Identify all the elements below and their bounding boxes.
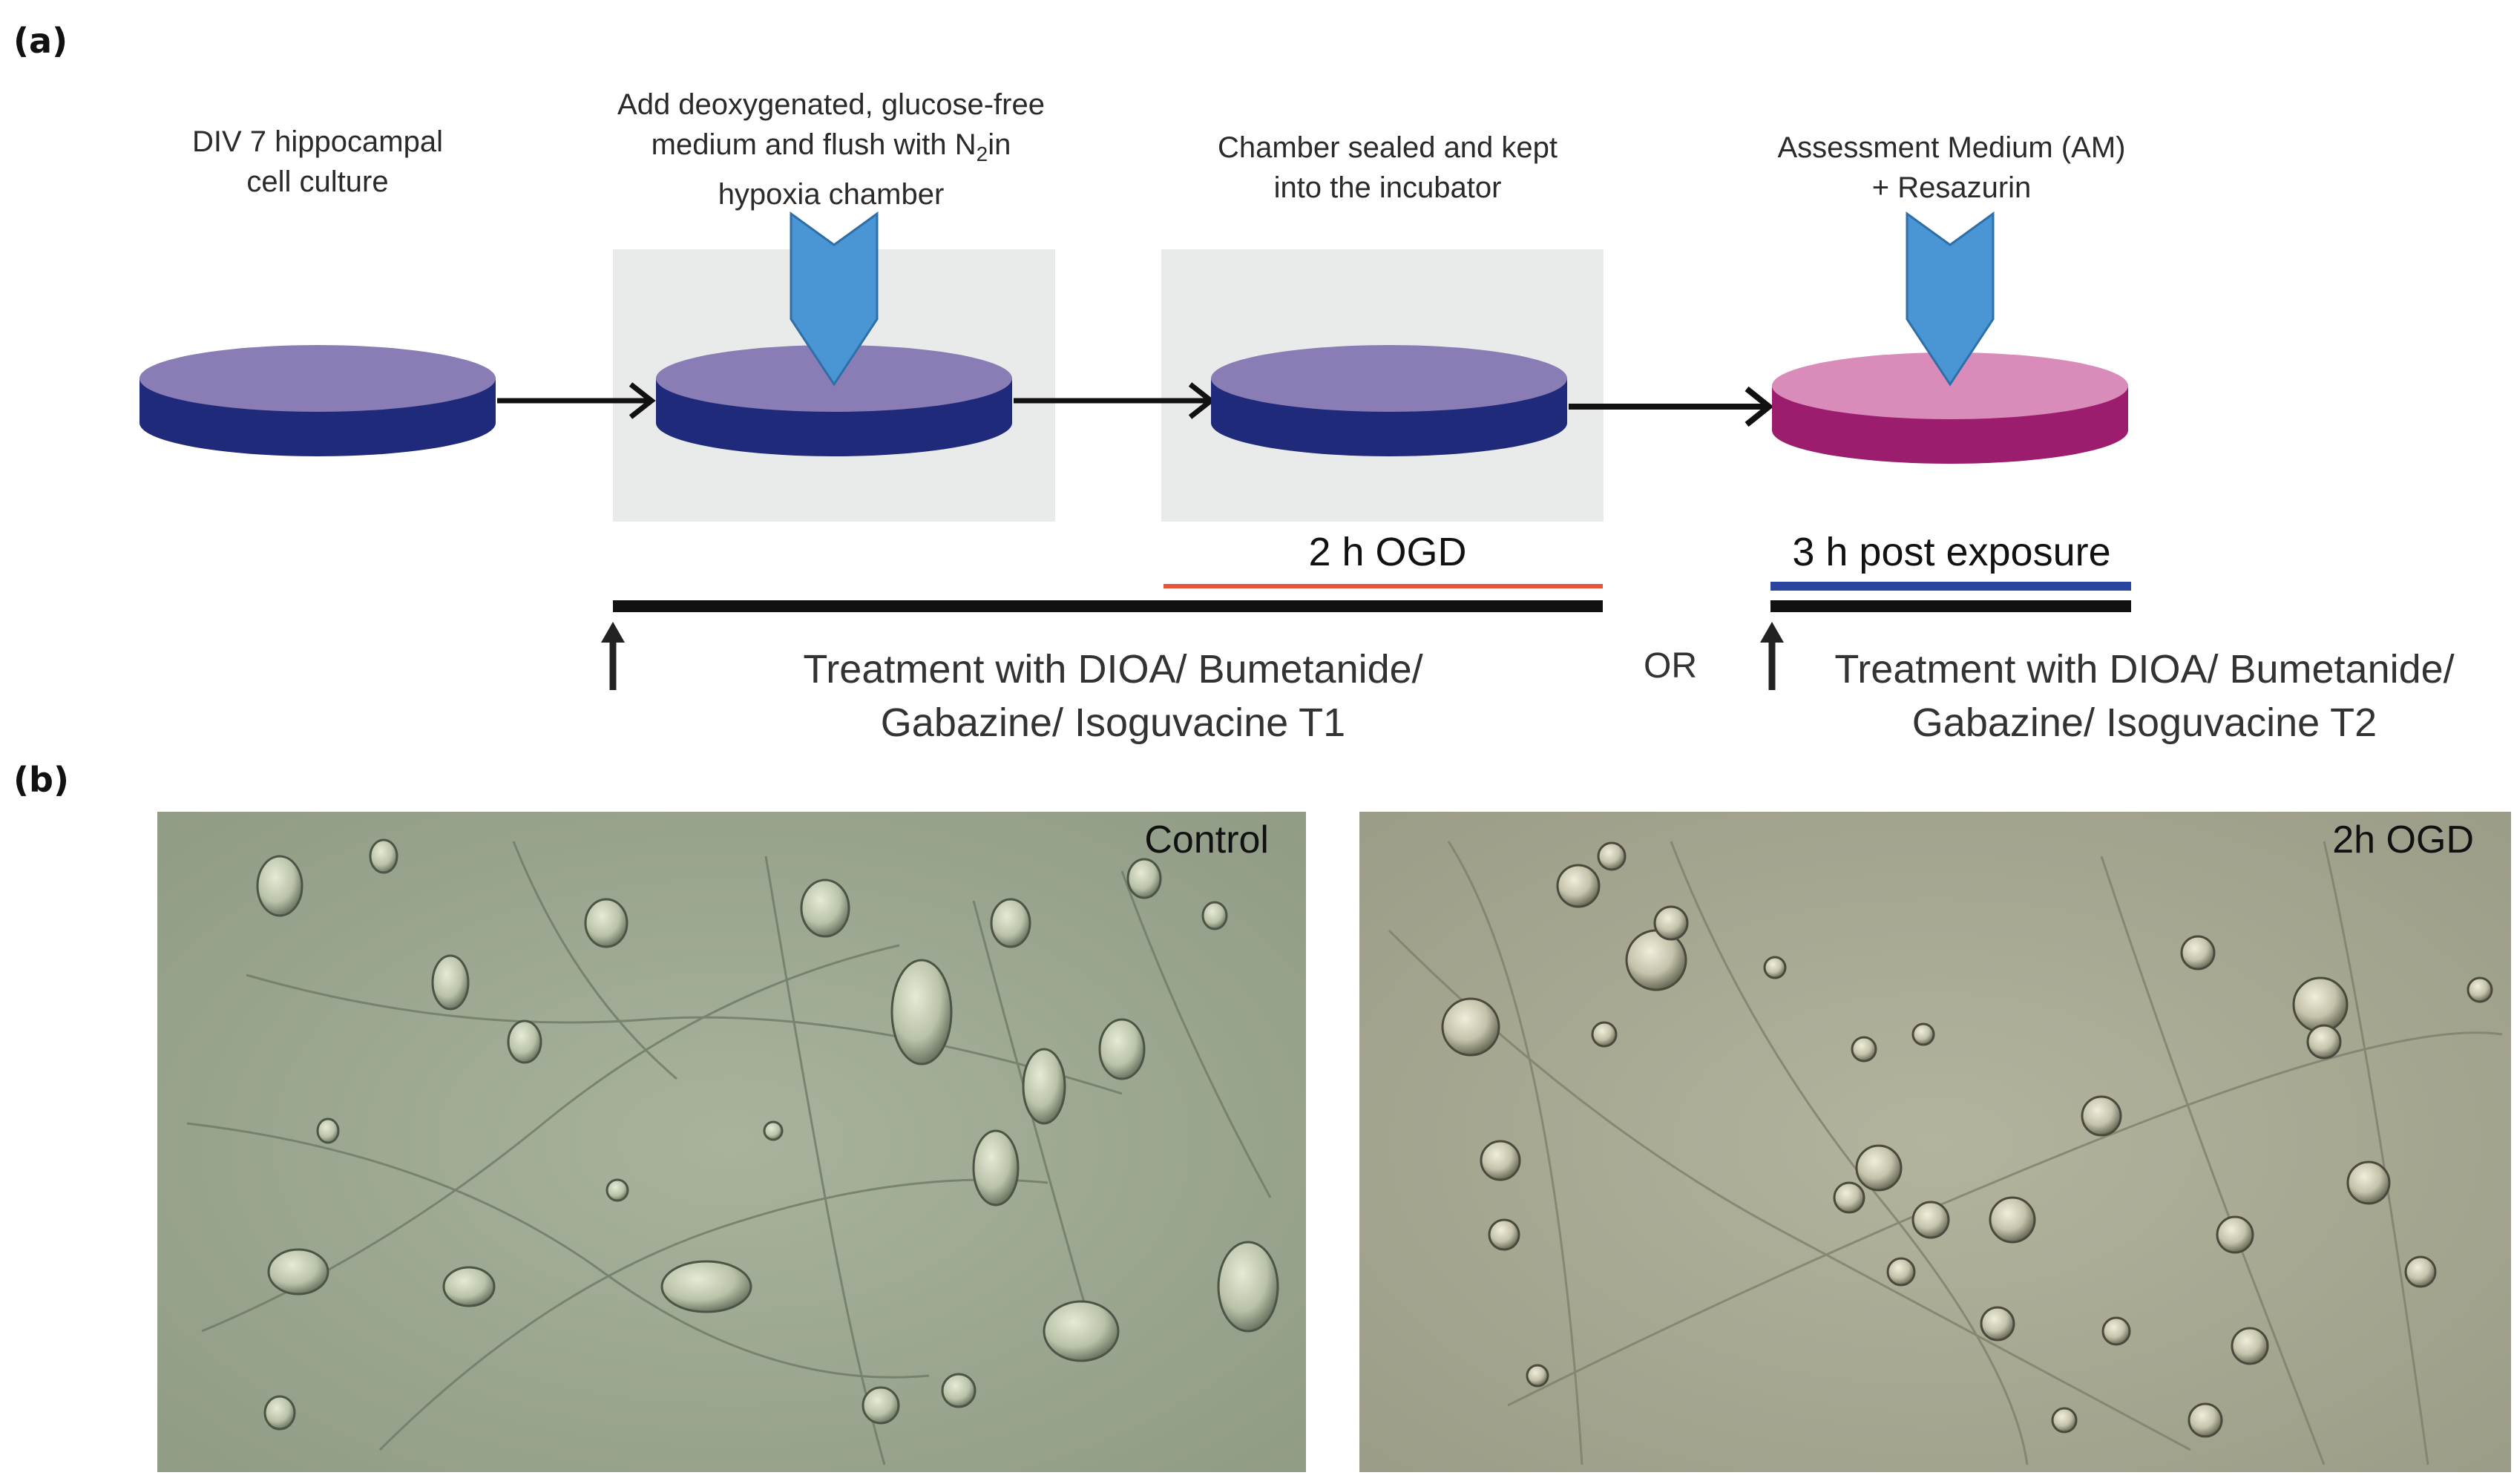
medium-dropper-icon [790,211,879,387]
resazurin-dropper-icon [1906,211,1995,387]
workflow-diagram [140,211,2131,690]
control-label: Control [1144,818,1269,861]
treatment-t2-arrow-icon [1760,622,1784,690]
step-3-line-1: Chamber sealed and kept [1217,131,1558,164]
step-1-caption: DIV 7 hippocampal cell culture [169,122,466,202]
treatment-t1-line-1: Treatment with DIOA/ Bumetanide/ [803,647,1423,692]
post-exposure-label: 3 h post exposure [1792,530,2111,574]
dish-culture-1 [140,345,496,456]
dish-incubator [1211,345,1567,456]
arrow-1 [497,382,656,419]
micrograph-ogd: 2h OGD [1359,812,2511,1472]
n2-subscript: 2 [976,142,988,165]
step-4-line-1: Assessment Medium (AM) [1777,131,2126,164]
step-4-caption: Assessment Medium (AM) + Resazurin [1729,128,2174,208]
panel-label-b: (b) [13,760,69,800]
micrograph-ogd-image [1359,812,2511,1472]
panel-label-a: (a) [13,21,68,61]
step-1-line-1: DIV 7 hippocampal [192,125,443,158]
step-2-line-1: Add deoxygenated, glucose-free [617,88,1045,121]
step-2-caption: Add deoxygenated, glucose-free medium an… [571,85,1091,214]
step-4-line-2: + Resazurin [1871,171,2032,204]
step-3-line-2: into the incubator [1273,171,1502,204]
treatment-t1-line-2: Gabazine/ Isoguvacine T1 [880,700,1346,745]
treatment-t1-label: Treatment with DIOA/ Bumetanide/ Gabazin… [668,643,1558,749]
ogd-label: 2h OGD [2332,818,2474,861]
step-2-line-3: hypoxia chamber [718,178,945,211]
treatment-t2-line-1: Treatment with DIOA/ Bumetanide/ [1834,647,2455,692]
micrograph-control: Control [157,812,1306,1472]
or-label: OR [1644,646,1697,686]
treatment-t2-label: Treatment with DIOA/ Bumetanide/ Gabazin… [1788,643,2501,749]
arrow-3 [1569,386,1774,427]
treatment-t2-line-2: Gabazine/ Isoguvacine T2 [1911,700,2377,745]
step-2-line-2: medium and flush with N2in [651,128,1011,165]
micrograph-control-image [157,812,1306,1472]
step-3-caption: Chamber sealed and kept into the incubat… [1165,128,1610,208]
step-1-line-2: cell culture [246,165,389,198]
ogd-duration-label: 2 h OGD [1308,530,1467,574]
treatment-t1-arrow-icon [601,622,625,690]
